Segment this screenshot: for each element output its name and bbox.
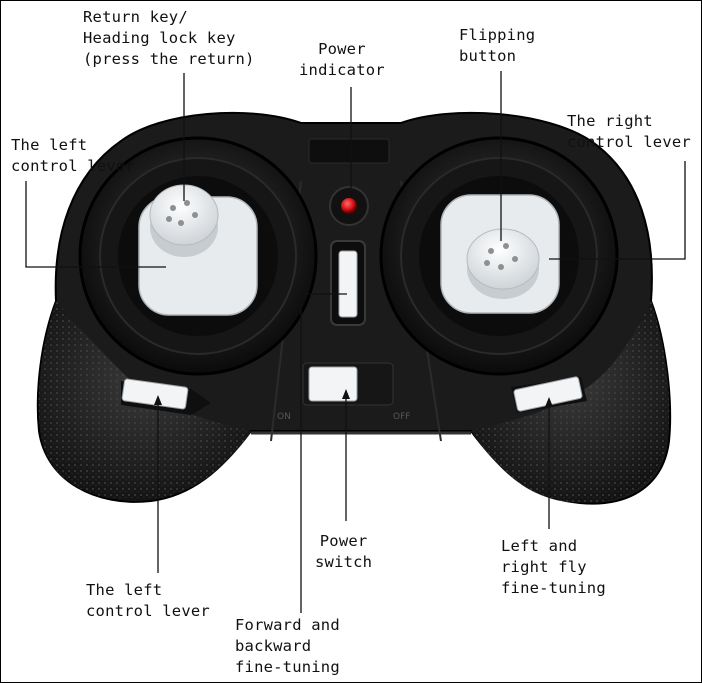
label-line: backward: [235, 637, 312, 655]
label-line: control lever: [567, 133, 691, 151]
label-line: The left: [86, 581, 163, 599]
label-line: Power: [318, 40, 366, 58]
label-left-right-fine-tuning: Left and right fly fine-tuning: [501, 536, 606, 599]
left-trim-button: [121, 378, 189, 410]
switch-mark-on: ON: [277, 412, 291, 422]
label-line: fine-tuning: [501, 579, 606, 597]
leader-arrowheads: [154, 389, 553, 407]
label-power-indicator: Power indicator: [299, 39, 385, 81]
label-line: Left and: [501, 537, 578, 555]
label-line: indicator: [299, 61, 385, 79]
label-line: control lever: [11, 157, 135, 175]
label-line: button: [459, 47, 517, 65]
top-slot: [308, 138, 390, 164]
power-led: [341, 198, 357, 214]
label-line: Power: [319, 532, 368, 550]
leader-lines: [25, 71, 686, 613]
label-line: Flipping: [459, 26, 536, 44]
switch-mark-off: OFF: [393, 412, 410, 422]
label-line: (press the return): [83, 50, 255, 68]
label-power-switch: Power switch: [315, 531, 372, 573]
label-left-control-lever-bottom: The left control lever: [86, 580, 210, 622]
label-line: The left: [11, 136, 88, 154]
power-switch-knob: [308, 366, 358, 402]
label-left-control-lever-top: The left control lever: [11, 135, 135, 177]
label-return-key: Return key/ Heading lock key (press the …: [83, 7, 255, 70]
label-line: control lever: [86, 602, 210, 620]
label-line: The right: [567, 112, 653, 130]
label-line: Forward and: [235, 616, 340, 634]
label-forward-backward-fine-tuning: Forward and backward fine-tuning: [235, 615, 340, 678]
label-line: switch: [315, 553, 373, 571]
right-stick-cap: [466, 228, 540, 290]
label-line: fine-tuning: [235, 658, 340, 676]
label-line: Return key/: [83, 8, 188, 26]
label-right-control-lever: The right control lever: [567, 111, 691, 153]
label-line: Heading lock key: [83, 29, 236, 47]
label-line: right fly: [501, 558, 587, 576]
label-flipping-button: Flipping button: [459, 25, 535, 67]
forward-backward-trim: [338, 250, 358, 318]
